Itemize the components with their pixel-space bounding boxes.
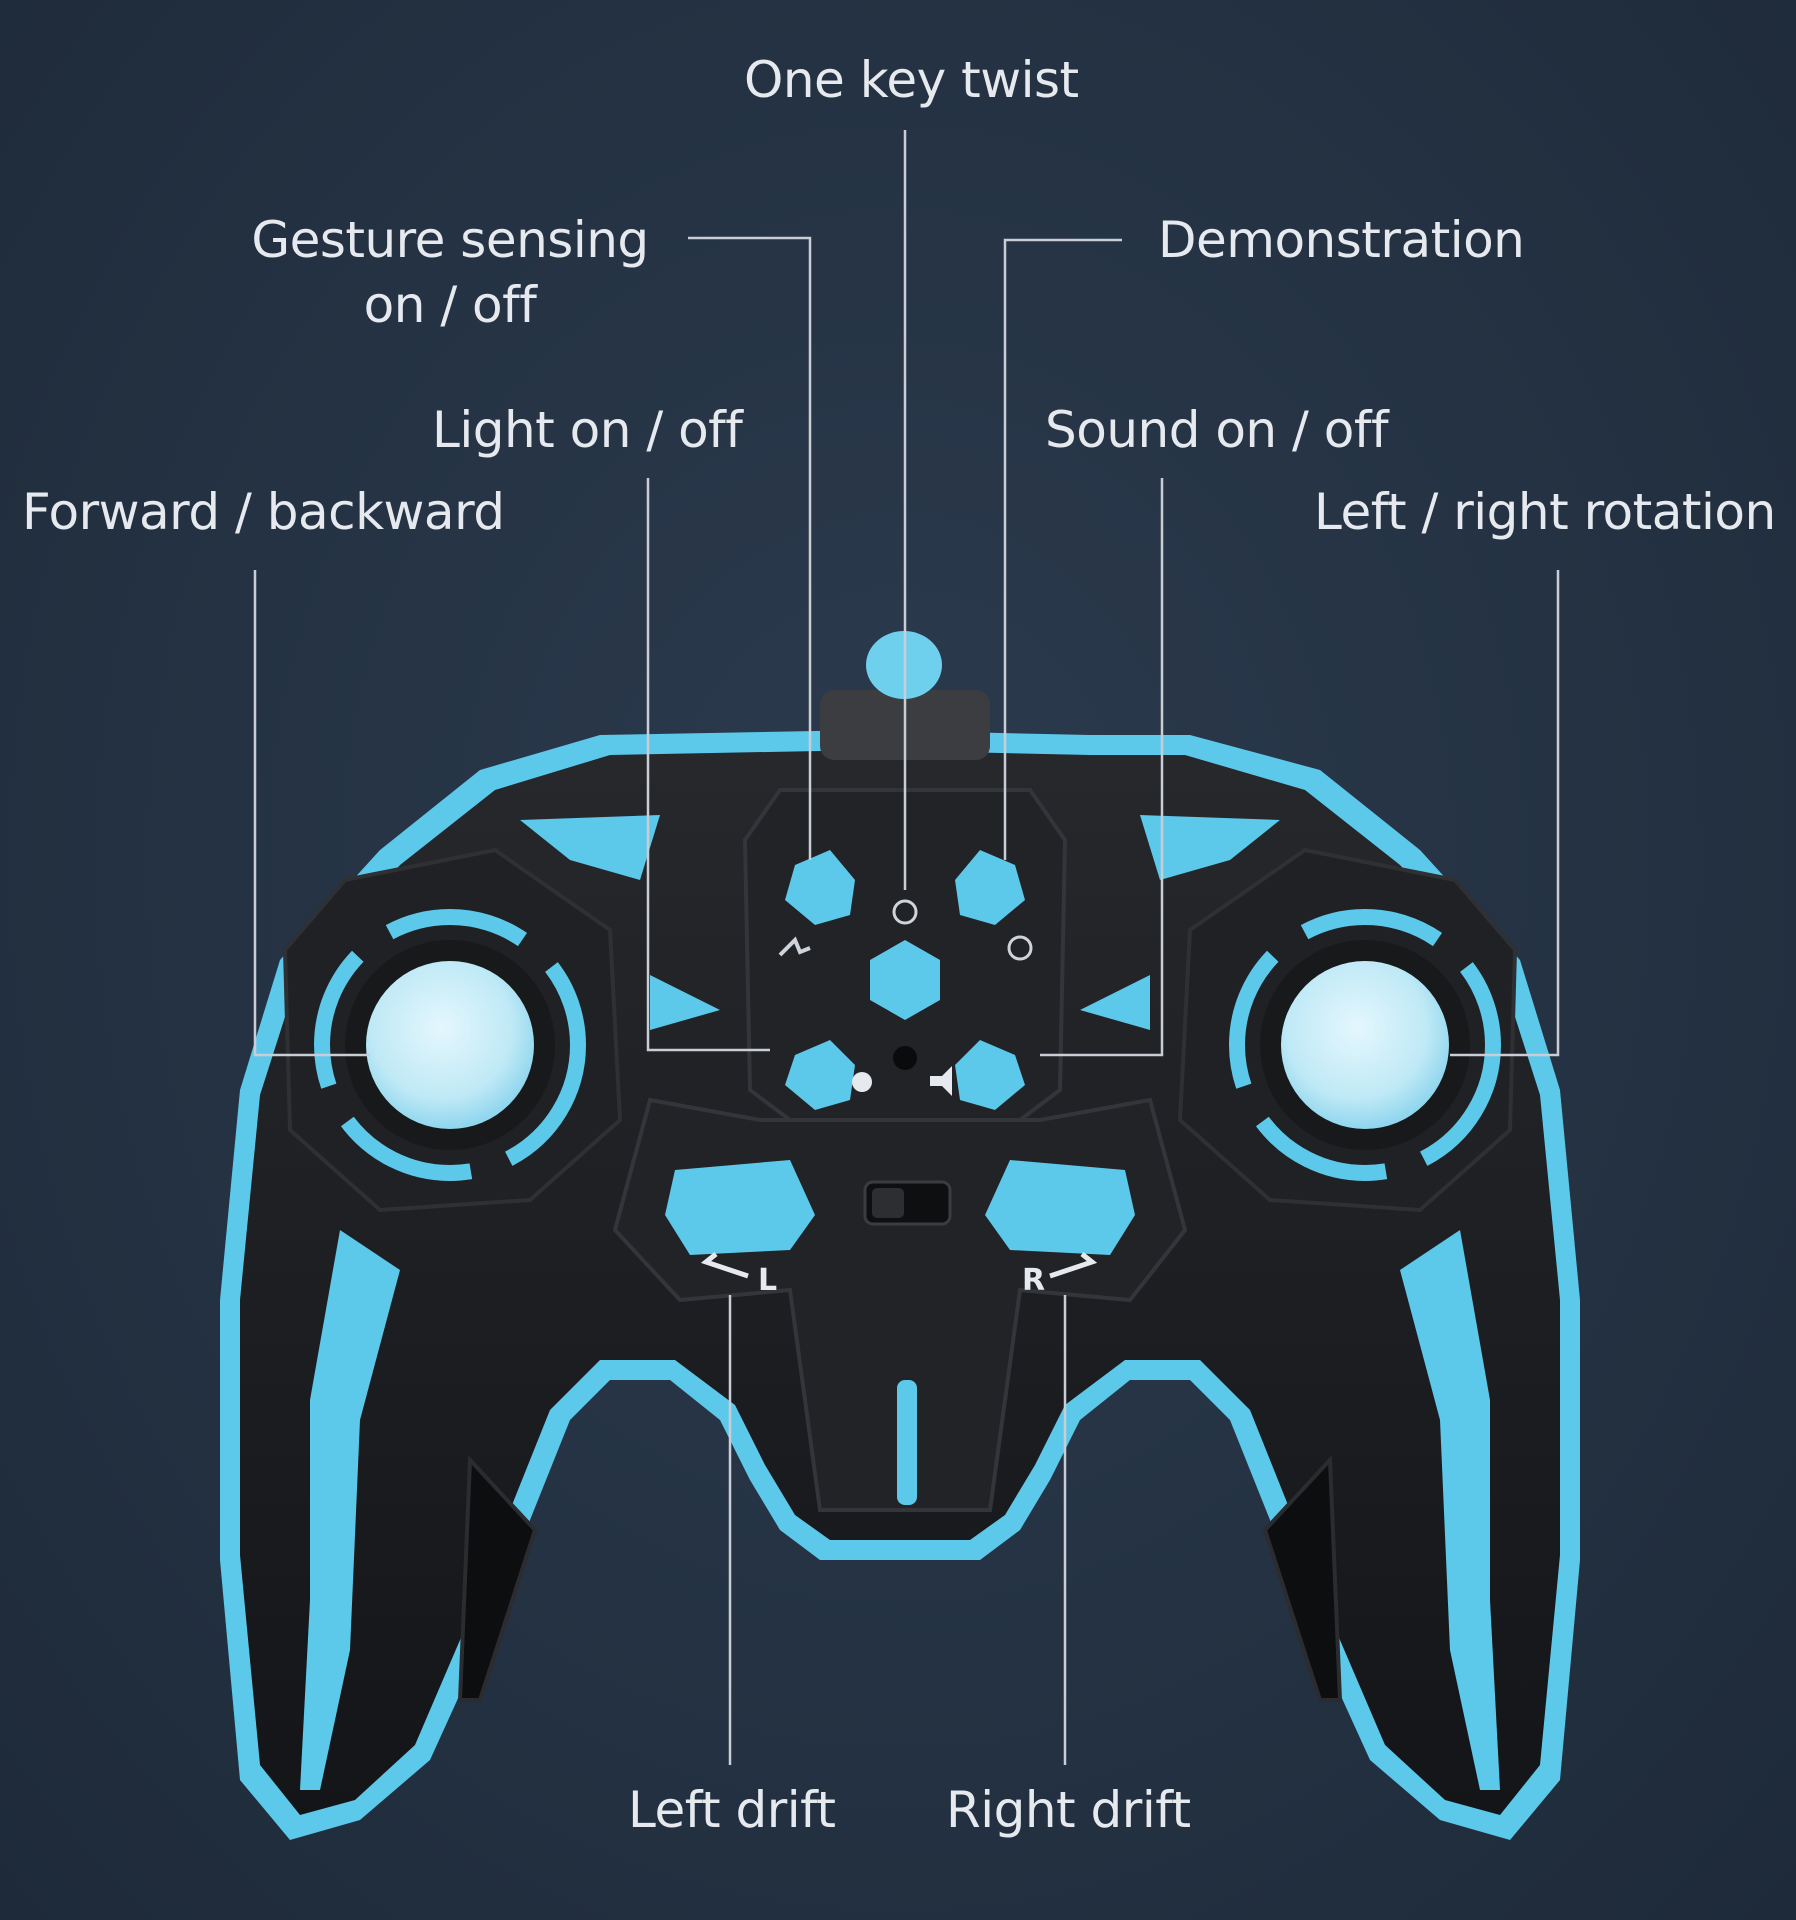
label-left-drift: Left drift <box>628 1781 836 1839</box>
mic-hole <box>893 1046 917 1070</box>
left-arrow-icon <box>700 1252 749 1279</box>
right-stick-cap[interactable] <box>1281 961 1449 1129</box>
right-mid-accent <box>1080 975 1150 1030</box>
sound-button[interactable] <box>955 1040 1025 1110</box>
center-light-strip <box>897 1380 917 1505</box>
label-one-key-twist: One key twist <box>744 51 1079 109</box>
right-drift-button[interactable] <box>985 1160 1135 1255</box>
leader-sound <box>1040 478 1164 1057</box>
label-gesture-sensing-line2: on / off <box>363 276 537 334</box>
label-right-drift: Right drift <box>946 1781 1191 1839</box>
leader-demonstration <box>1003 238 1122 860</box>
left-grip-accent <box>300 1230 400 1790</box>
right-stick-ring <box>1229 909 1501 1181</box>
leader-forward-backward <box>253 570 370 1057</box>
leader-light <box>646 478 770 1052</box>
label-left-right-rotation: Left / right rotation <box>1314 483 1776 541</box>
left-drift-mark: L <box>758 1263 777 1298</box>
left-thumbstick <box>282 847 623 1213</box>
label-gesture-sensing-line1: Gesture sensing <box>251 211 649 269</box>
demonstration-button[interactable] <box>955 850 1025 925</box>
demonstration-indicator-icon <box>1007 935 1033 961</box>
label-demonstration: Demonstration <box>1158 211 1525 269</box>
right-upper-accent <box>1140 815 1280 880</box>
center-button[interactable] <box>870 940 940 1020</box>
right-grip-accent <box>1400 1230 1500 1790</box>
light-bulb-icon <box>852 1072 872 1092</box>
leader-left-right-rotation <box>1450 570 1560 1057</box>
right-arrow-icon <box>1049 1252 1098 1279</box>
speaker-icon <box>930 1066 952 1096</box>
right-drift-mark: R <box>1022 1263 1045 1298</box>
controller: L R <box>220 631 1580 1840</box>
label-light-on-off: Light on / off <box>432 401 743 459</box>
label-sound-on-off: Sound on / off <box>1045 401 1389 459</box>
label-forward-backward: Forward / backward <box>22 483 505 541</box>
twist-indicator-icon <box>892 899 918 925</box>
left-upper-accent <box>520 815 660 880</box>
gesture-sensing-button[interactable] <box>785 850 855 925</box>
leader-lines <box>253 130 1560 1765</box>
light-button[interactable] <box>785 1040 855 1110</box>
power-switch-knob <box>872 1188 904 1218</box>
gesture-hand-icon <box>778 936 811 957</box>
right-grip-cutout <box>1262 1455 1343 1702</box>
left-stick-cap[interactable] <box>366 961 534 1129</box>
right-thumbstick <box>1177 847 1518 1213</box>
label-gesture-sensing: Gesture sensing on / off <box>230 208 670 338</box>
leader-gesture-sensing <box>688 236 812 860</box>
left-drift-button[interactable] <box>665 1160 815 1255</box>
left-mid-accent <box>650 975 720 1030</box>
left-grip-cutout <box>457 1455 538 1702</box>
left-stick-ring <box>314 909 586 1181</box>
